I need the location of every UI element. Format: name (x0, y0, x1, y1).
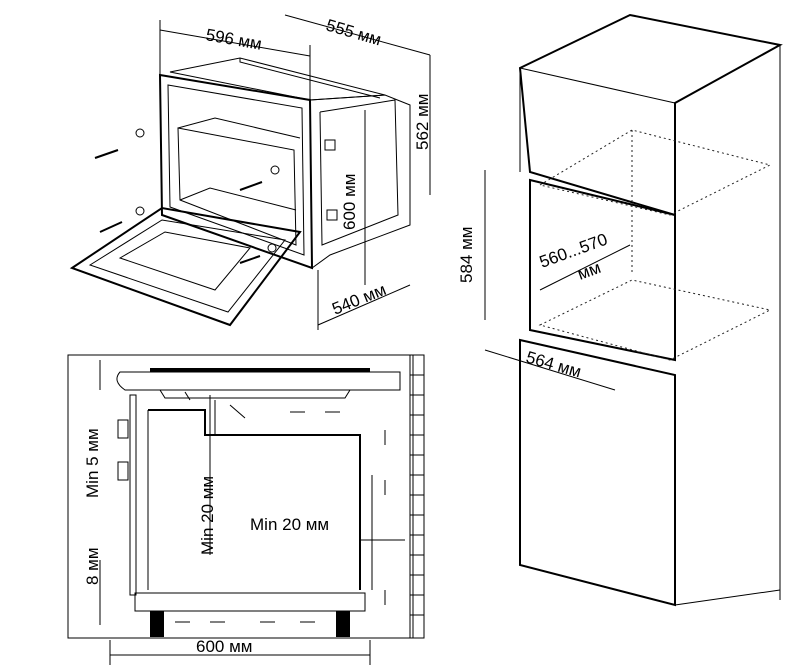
cabinet-upper (518, 13, 783, 217)
bottom-gap-label: 8 мм (83, 547, 102, 585)
oven-front-inner (167, 84, 305, 256)
screw-icon (94, 128, 280, 264)
min-top-label: Min 5 мм (83, 428, 102, 498)
oven-lower-depth-label: 540 мм (329, 280, 388, 319)
oven-side (309, 94, 411, 269)
side-bracket-lower (326, 209, 338, 221)
foot-left (150, 611, 164, 637)
oven-front-section (129, 394, 137, 596)
niche-width-unit: мм (575, 258, 603, 284)
cabinet-lower (519, 338, 676, 607)
oven-front-height-label: 600 мм (340, 174, 359, 230)
oven-depth-label: 555 мм (324, 16, 384, 50)
oven-height-label: 562 мм (413, 94, 432, 150)
worktop (116, 371, 401, 391)
oven-cavity (177, 127, 297, 246)
section-view: Min 5 мм Min 20 мм Min 20 мм 8 мм 600 мм (67, 354, 425, 665)
knob-icon (117, 419, 129, 439)
cabinet-niche (529, 178, 676, 362)
oven-body-section (148, 409, 361, 590)
min-back-label: Min 20 мм (198, 476, 217, 555)
foot-right (336, 611, 350, 637)
min-side-label: Min 20 мм (250, 515, 329, 534)
bottom-shelf (134, 592, 366, 612)
wall (409, 354, 425, 639)
niche-height-label: 584 мм (457, 227, 476, 283)
airflow-arrows (175, 391, 386, 623)
section-frame (67, 354, 414, 639)
section-width-label: 600 мм (196, 637, 252, 656)
cabinet-view: 584 мм 560...570 мм 564 мм (457, 13, 783, 607)
oven-width-label: 596 мм (204, 25, 263, 54)
handle-icon (117, 461, 129, 481)
oven-top (169, 57, 386, 101)
oven-isometric-view: 596 мм 555 мм 562 мм 600 мм 540 мм (69, 14, 432, 330)
side-bracket-upper (324, 139, 336, 151)
hob (150, 368, 370, 372)
oven-door (69, 206, 302, 327)
oven-front-frame (158, 73, 314, 270)
